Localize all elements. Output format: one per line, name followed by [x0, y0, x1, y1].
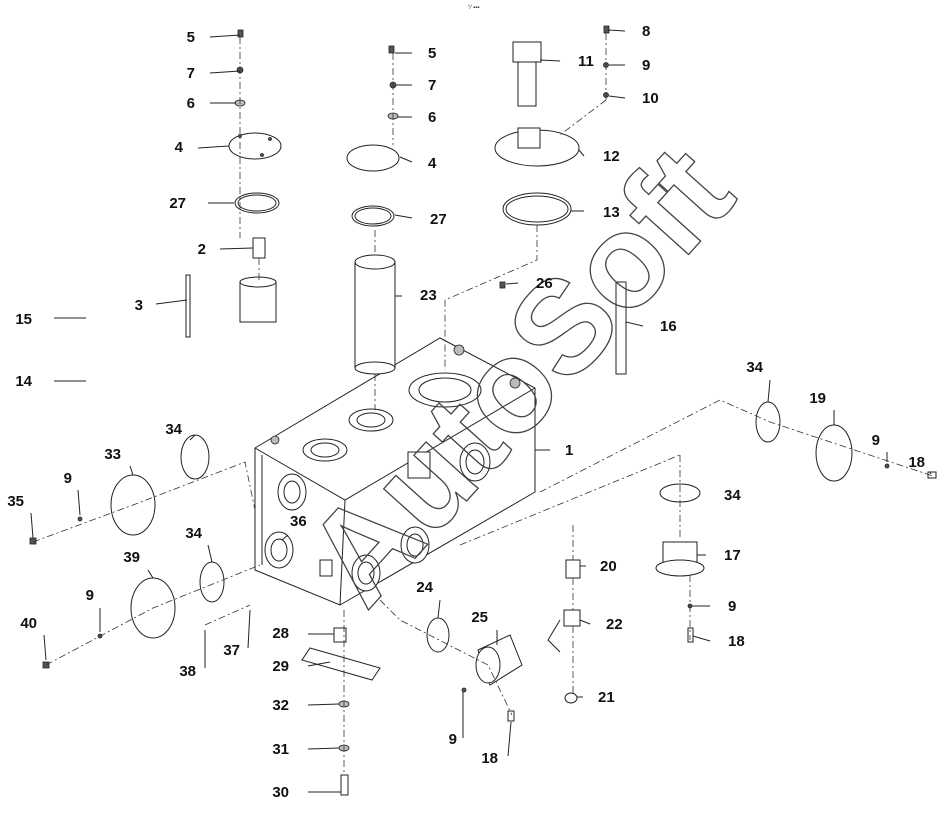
callout-label: 30 [272, 784, 289, 801]
valve-assembly [547, 525, 581, 704]
callout-leader [43, 634, 47, 661]
callout-label: 12 [603, 148, 620, 165]
callout-label: 21 [598, 689, 615, 706]
callout-label: 14 [15, 373, 32, 390]
callout-leader [929, 471, 932, 475]
callout-leader [281, 534, 289, 541]
callout-label: 28 [272, 625, 289, 642]
callout-label: 34 [185, 525, 202, 542]
drain-assembly [301, 610, 381, 796]
callout-leader [77, 489, 81, 516]
callout-label: 40 [20, 615, 37, 632]
callout-label: 6 [428, 109, 436, 126]
callout-label: 10 [642, 90, 659, 107]
callout-label: 16 [660, 318, 677, 335]
callout-leader [579, 619, 591, 625]
callout-leader [625, 321, 644, 327]
callout-label: 18 [728, 633, 745, 650]
right-fittings [459, 399, 937, 643]
header-mark: °⁄ ▪▪▪ [468, 5, 479, 11]
callout-leader [30, 512, 34, 539]
callout-label: 38 [179, 663, 196, 680]
callout-label: 31 [272, 741, 289, 758]
callout-leader [197, 145, 230, 149]
callout-leader [129, 465, 134, 476]
callout-label: 24 [416, 579, 433, 596]
callout-leader [307, 747, 340, 750]
callout-label: 4 [175, 139, 184, 156]
callout-leader [189, 434, 196, 441]
callout-leader [307, 661, 331, 667]
callout-leader [608, 95, 626, 99]
tank-body [254, 337, 536, 606]
callout-label: 39 [123, 549, 140, 566]
callout-label: 9 [642, 57, 650, 74]
callout-leader [539, 59, 561, 62]
callout-leader [207, 544, 213, 563]
callout-layer: 5764272315145764272389101112132616134199… [7, 23, 932, 801]
callout-label: 15 [15, 311, 32, 328]
callout-label: 35 [7, 493, 24, 510]
callout-leader [219, 247, 254, 250]
callout-label: 8 [642, 23, 650, 40]
callout-label: 9 [872, 432, 880, 449]
filter-assembly-middle [346, 45, 400, 410]
cover-plates-left [29, 434, 261, 669]
callout-leader [437, 599, 441, 619]
callout-label: 32 [272, 697, 289, 714]
callout-leader [507, 721, 512, 757]
callout-label: 34 [165, 421, 182, 438]
callout-label: 13 [603, 204, 620, 221]
callout-leader [399, 156, 413, 163]
callout-label: 23 [420, 287, 437, 304]
callout-leader [247, 609, 251, 649]
callout-label: 22 [606, 616, 623, 633]
callout-label: 20 [600, 558, 617, 575]
callout-label: 27 [169, 195, 186, 212]
callout-label: 18 [481, 750, 498, 767]
callout-leader [394, 214, 413, 219]
callout-label: 18 [908, 454, 925, 471]
callout-label: 34 [724, 487, 741, 504]
callout-label: 5 [428, 45, 436, 62]
callout-label: 5 [187, 29, 195, 46]
callout-label: 3 [135, 297, 143, 314]
callout-label: 33 [104, 446, 121, 463]
callout-label: 7 [187, 65, 195, 82]
callout-label: 29 [272, 658, 289, 675]
callout-leader [147, 569, 154, 579]
callout-leader [692, 635, 711, 642]
callout-label: 25 [471, 609, 488, 626]
callout-label: 37 [223, 642, 240, 659]
callout-label: 26 [536, 275, 553, 292]
filter-assembly-left [185, 29, 282, 338]
callout-label: 34 [746, 359, 763, 376]
callout-leader [578, 149, 585, 157]
callout-leader [767, 379, 771, 403]
callout-label: 17 [724, 547, 741, 564]
callout-label: 6 [187, 95, 195, 112]
callout-label: 1 [565, 442, 573, 459]
callout-leader [505, 282, 519, 285]
callout-label: 2 [198, 241, 206, 258]
callout-label: 36 [290, 513, 307, 530]
callout-leader [209, 34, 241, 38]
callout-label: 7 [428, 77, 436, 94]
breather-assembly [444, 25, 627, 375]
front-port-unit [379, 599, 523, 722]
callout-label: 9 [64, 470, 72, 487]
callout-label: 9 [449, 731, 457, 748]
callout-label: 27 [430, 211, 447, 228]
callout-label: 19 [809, 390, 826, 407]
callout-leader [607, 29, 626, 32]
callout-leader [209, 70, 241, 74]
callout-label: 11 [578, 53, 594, 70]
callout-label: 9 [728, 598, 736, 615]
callout-label: 4 [428, 155, 437, 172]
callout-leader [155, 299, 188, 305]
callout-label: 9 [86, 587, 94, 604]
callout-leader [307, 703, 340, 706]
